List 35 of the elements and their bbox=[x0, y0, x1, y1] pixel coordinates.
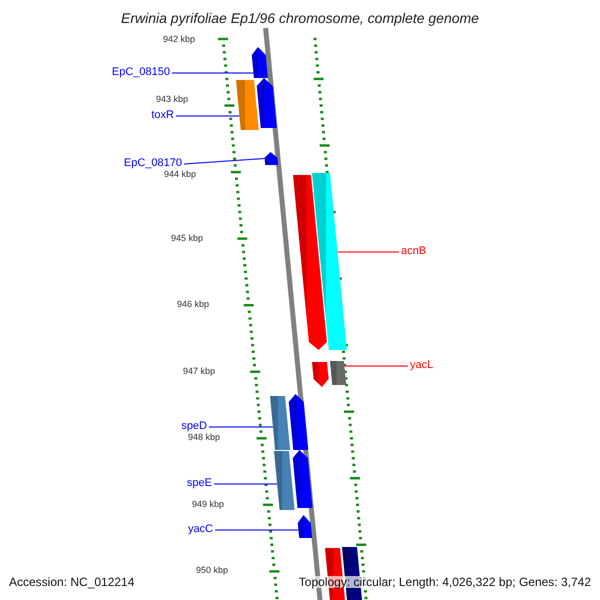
gene-label: speE bbox=[186, 478, 212, 489]
position-label: 949 kbp bbox=[192, 500, 224, 509]
gene-feature bbox=[236, 80, 259, 130]
position-label: 944 kbp bbox=[164, 170, 196, 179]
leader-line bbox=[184, 158, 266, 164]
gene-feature bbox=[293, 175, 328, 350]
gene-label: yacC bbox=[188, 524, 213, 535]
position-label: 948 kbp bbox=[188, 433, 220, 442]
gene-label: yacL bbox=[410, 360, 434, 371]
gene-label: toxR bbox=[151, 110, 174, 121]
position-label: 942 kbp bbox=[162, 35, 195, 44]
gene-label: EpC_08150 bbox=[112, 67, 170, 78]
gene-feature bbox=[292, 450, 312, 508]
gene-feature bbox=[312, 362, 330, 387]
position-label: 950 kbp bbox=[196, 566, 228, 575]
gene-label: EpC_08170 bbox=[124, 158, 182, 169]
genome-summary-text: Topology: circular; Length: 4,026,322 bp; Genes: 3,742 bbox=[298, 576, 591, 588]
leader-line bbox=[208, 426, 274, 428]
gene-feature bbox=[251, 47, 268, 78]
position-label: 945 kbp bbox=[170, 234, 203, 243]
gene-feature bbox=[270, 396, 290, 450]
gene-feature bbox=[312, 173, 347, 350]
gene-feature bbox=[288, 394, 308, 450]
leader-line bbox=[172, 72, 254, 74]
gene-feature bbox=[330, 361, 346, 385]
position-label: 947 kbp bbox=[182, 367, 215, 376]
position-label: 946 kbp bbox=[176, 300, 209, 309]
gene-label: acnB bbox=[401, 246, 426, 257]
accession-text: Accession: NC_012214 bbox=[9, 576, 134, 588]
gene-feature bbox=[274, 451, 295, 510]
gene-feature bbox=[264, 152, 278, 165]
gene-feature bbox=[297, 515, 312, 538]
title: Erwinia pyrifoliae Ep1/96 chromosome, complete genome bbox=[120, 11, 480, 25]
gene-label: speD bbox=[181, 421, 207, 432]
position-label: 943 kbp bbox=[156, 95, 188, 104]
